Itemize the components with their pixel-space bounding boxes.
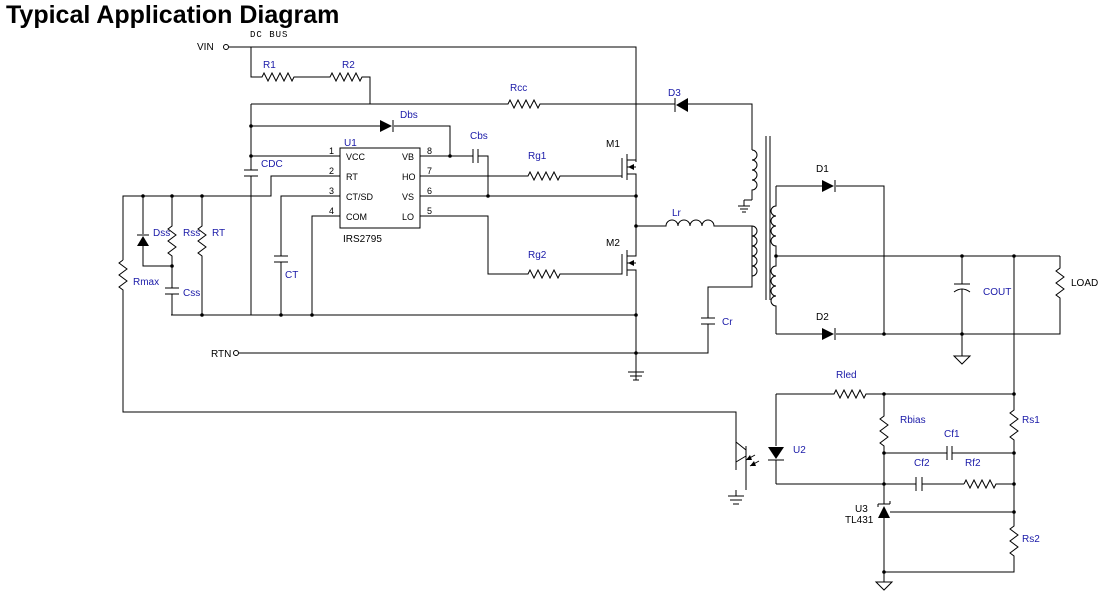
r2-label: R2 (342, 60, 355, 71)
resistor-r1: R1 (250, 47, 320, 83)
diode-dss: Dss (137, 196, 174, 268)
cf2-label: Cf2 (914, 458, 930, 469)
cbs-label: Cbs (470, 131, 488, 142)
ic-part-label: IRS2795 (343, 234, 382, 245)
rg1-label: Rg1 (528, 151, 547, 162)
pin-com-name: COM (346, 212, 367, 222)
ct-label: CT (285, 270, 298, 281)
com-net (311, 215, 315, 315)
ground-icon (874, 572, 894, 591)
diode-d1: D1 (776, 164, 885, 334)
cdc-label: CDC (261, 159, 283, 170)
pin-5-num: 5 (427, 206, 432, 216)
resistor-rled: Rled (776, 370, 1016, 400)
rtn-label: RTN (211, 349, 231, 360)
css-label: Css (183, 288, 200, 299)
resistor-rg2: Rg2 (445, 215, 623, 280)
ic-u1: U1 IRS2795 1 2 3 4 VCC RT CT/SD COM 8 7 … (315, 138, 445, 245)
load: LOAD (1014, 256, 1098, 335)
d1-label: D1 (816, 164, 829, 175)
resistor-r2: R2 (320, 60, 371, 104)
resistor-rs2: Rs2 (882, 512, 1040, 574)
resistor-rf2: Rf2 (963, 458, 1016, 490)
ground-icon (628, 371, 644, 381)
rt-network (122, 175, 315, 260)
capacitor-cr: Cr (701, 226, 753, 353)
dbs-label: Dbs (400, 110, 418, 121)
vin-label: VIN (197, 42, 214, 53)
dc-bus-label: DC BUS (250, 30, 288, 40)
rmax-label: Rmax (133, 277, 159, 288)
resistor-rs1: Rs1 (1009, 394, 1040, 512)
cf1-label: Cf1 (944, 429, 960, 440)
capacitor-cf2: Cf2 (884, 458, 964, 491)
tl431-label: TL431 (845, 515, 874, 526)
rcc-label: Rcc (510, 83, 527, 94)
pin-4-num: 4 (329, 206, 334, 216)
pin-rt-name: RT (346, 172, 358, 182)
rled-label: Rled (836, 370, 857, 381)
capacitor-cout: COUT (953, 256, 1011, 356)
inductor-lr: Lr (634, 208, 752, 228)
pin-vb-name: VB (402, 152, 414, 162)
pin-vs-name: VS (402, 192, 414, 202)
diode-dbs: Dbs (251, 110, 451, 156)
capacitor-cf1: Cf1 (882, 429, 1016, 460)
pin-2-num: 2 (329, 166, 334, 176)
diode-d3: D3 (664, 88, 753, 150)
pin-8-num: 8 (427, 146, 432, 156)
rss-label: Rss (183, 228, 200, 239)
d2-label: D2 (816, 312, 829, 323)
lr-label: Lr (672, 208, 682, 219)
u1-label: U1 (344, 138, 357, 149)
rg2-label: Rg2 (528, 250, 547, 261)
cr-label: Cr (722, 317, 733, 328)
d3-label: D3 (668, 88, 681, 99)
pin-lo-name: LO (402, 212, 414, 222)
capacitor-css: Css (165, 287, 200, 315)
mosfet-m2: M2 (606, 196, 637, 380)
u3-label: U3 (855, 504, 868, 515)
optocoupler-led: U2 (768, 394, 806, 484)
dss-label: Dss (153, 228, 170, 239)
vin-net: VIN DC BUS (197, 30, 637, 162)
rbias-label: Rbias (900, 415, 926, 426)
m2-label: M2 (606, 238, 620, 249)
rf2-label: Rf2 (965, 458, 981, 469)
diode-d2: D2 (776, 312, 1014, 340)
ground-icon (728, 490, 744, 505)
pin-7-num: 7 (427, 166, 432, 176)
pin-vcc-name: VCC (346, 152, 366, 162)
load-label: LOAD (1071, 278, 1098, 289)
shunt-regulator-u3: U3 TL431 (845, 484, 1016, 572)
mosfet-m1: M1 (606, 139, 637, 196)
transformer (738, 136, 778, 334)
resistor-rt: RT (197, 196, 225, 317)
u2-label: U2 (793, 445, 806, 456)
r1-label: R1 (263, 60, 276, 71)
optocoupler-transistor (735, 436, 760, 490)
capacitor-ct: CT (274, 195, 315, 317)
resistor-rbias: Rbias (879, 394, 926, 484)
pin-1-num: 1 (329, 146, 334, 156)
rt-label: RT (212, 228, 225, 239)
resistor-rmax: Rmax (118, 259, 737, 436)
capacitor-cdc: CDC (244, 104, 340, 315)
resistor-rss: Rss (167, 196, 200, 288)
resistor-rg1: Rg1 (445, 151, 623, 182)
pin-ho-name: HO (402, 172, 416, 182)
resistor-rcc: Rcc (251, 83, 664, 110)
rs2-label: Rs2 (1022, 534, 1040, 545)
pin-ctsd-name: CT/SD (346, 192, 374, 202)
pin-3-num: 3 (329, 186, 334, 196)
m1-label: M1 (606, 139, 620, 150)
cout-label: COUT (983, 287, 1011, 298)
rtn-net: RTN (171, 313, 709, 360)
ground-icon (952, 355, 972, 365)
pin-6-num: 6 (427, 186, 432, 196)
rs1-label: Rs1 (1022, 415, 1040, 426)
page-title: Typical Application Diagram (6, 1, 340, 29)
